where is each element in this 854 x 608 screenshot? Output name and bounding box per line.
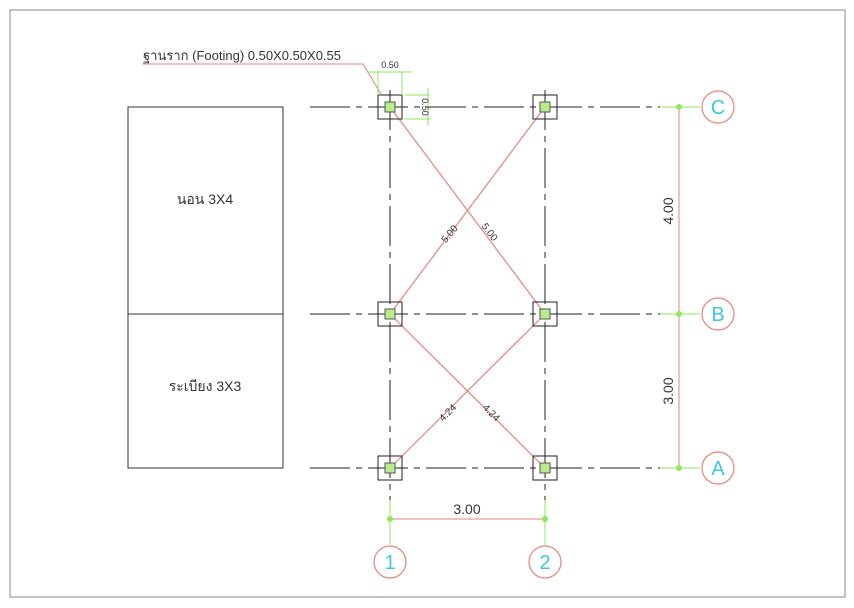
dimension-4-00: 4.00	[660, 197, 676, 224]
room-label: นอน 3X4	[177, 191, 234, 207]
grid-bubble-label: C	[711, 97, 725, 119]
grid-bubble-label: B	[711, 304, 724, 326]
grid-bubble-label: 2	[539, 552, 550, 574]
room-balcony	[127, 313, 284, 469]
grid-bubbles	[373, 90, 735, 579]
footings	[377, 94, 558, 481]
footing-leader	[143, 63, 382, 95]
horizontal-dimension-ticks	[387, 500, 548, 545]
footing-dim-width: 0.50	[381, 60, 399, 70]
diagonal-label: 5.00	[440, 223, 461, 245]
diagonal-label: 4.24	[437, 402, 459, 424]
footing-dim-height: 0.50	[420, 98, 430, 116]
footing-dim-marks	[368, 71, 430, 126]
diagonal-lines	[389, 106, 546, 469]
room-label: ระเบียง 3X3	[169, 378, 242, 394]
vertical-dimension-ticks	[660, 104, 700, 471]
dimension-3-00-vertical: 3.00	[660, 377, 676, 404]
dimension-3-00-horizontal: 3.00	[453, 501, 480, 517]
footing-label: ฐานราก (Footing) 0.50X0.50X0.55	[143, 48, 341, 64]
grid-lines	[310, 90, 660, 500]
diagonal-label: 5.00	[479, 221, 500, 244]
drawing-border	[9, 9, 846, 598]
room-bedroom	[127, 106, 284, 315]
grid-bubble-label: A	[711, 458, 725, 480]
grid-bubble-label: 1	[384, 552, 395, 574]
